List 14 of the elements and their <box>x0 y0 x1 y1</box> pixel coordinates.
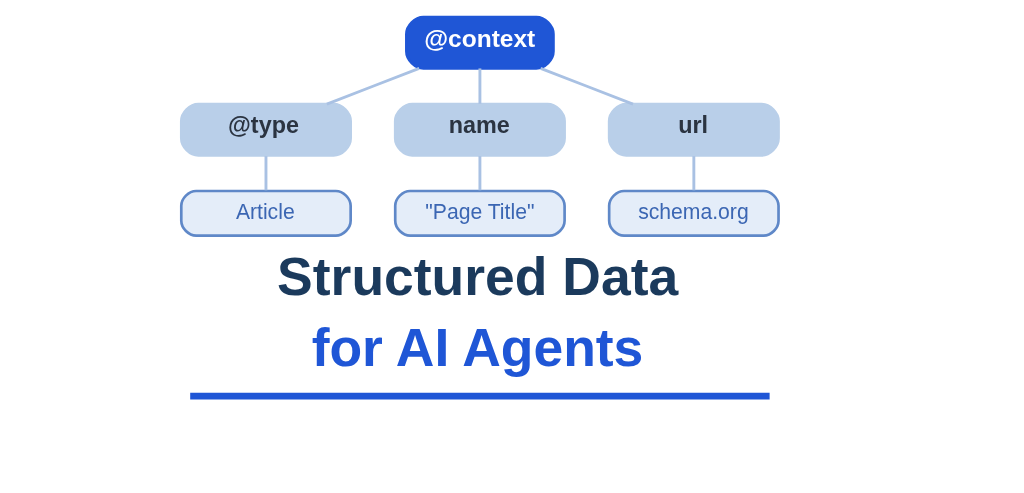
node-box: name <box>393 102 566 157</box>
connector <box>540 67 634 106</box>
connector <box>264 156 268 191</box>
connector <box>478 68 482 104</box>
node-box: Article <box>179 189 352 237</box>
connector <box>326 67 420 106</box>
node-box: "Page Title" <box>393 189 566 237</box>
connector <box>478 156 482 191</box>
connector <box>692 156 696 191</box>
node-box: url <box>607 102 780 157</box>
diagram-title: Structured Data for AI Agents <box>277 247 679 378</box>
node-box: schema.org <box>607 189 780 237</box>
node-box: @type <box>179 102 352 157</box>
node-box: @context <box>405 15 555 70</box>
